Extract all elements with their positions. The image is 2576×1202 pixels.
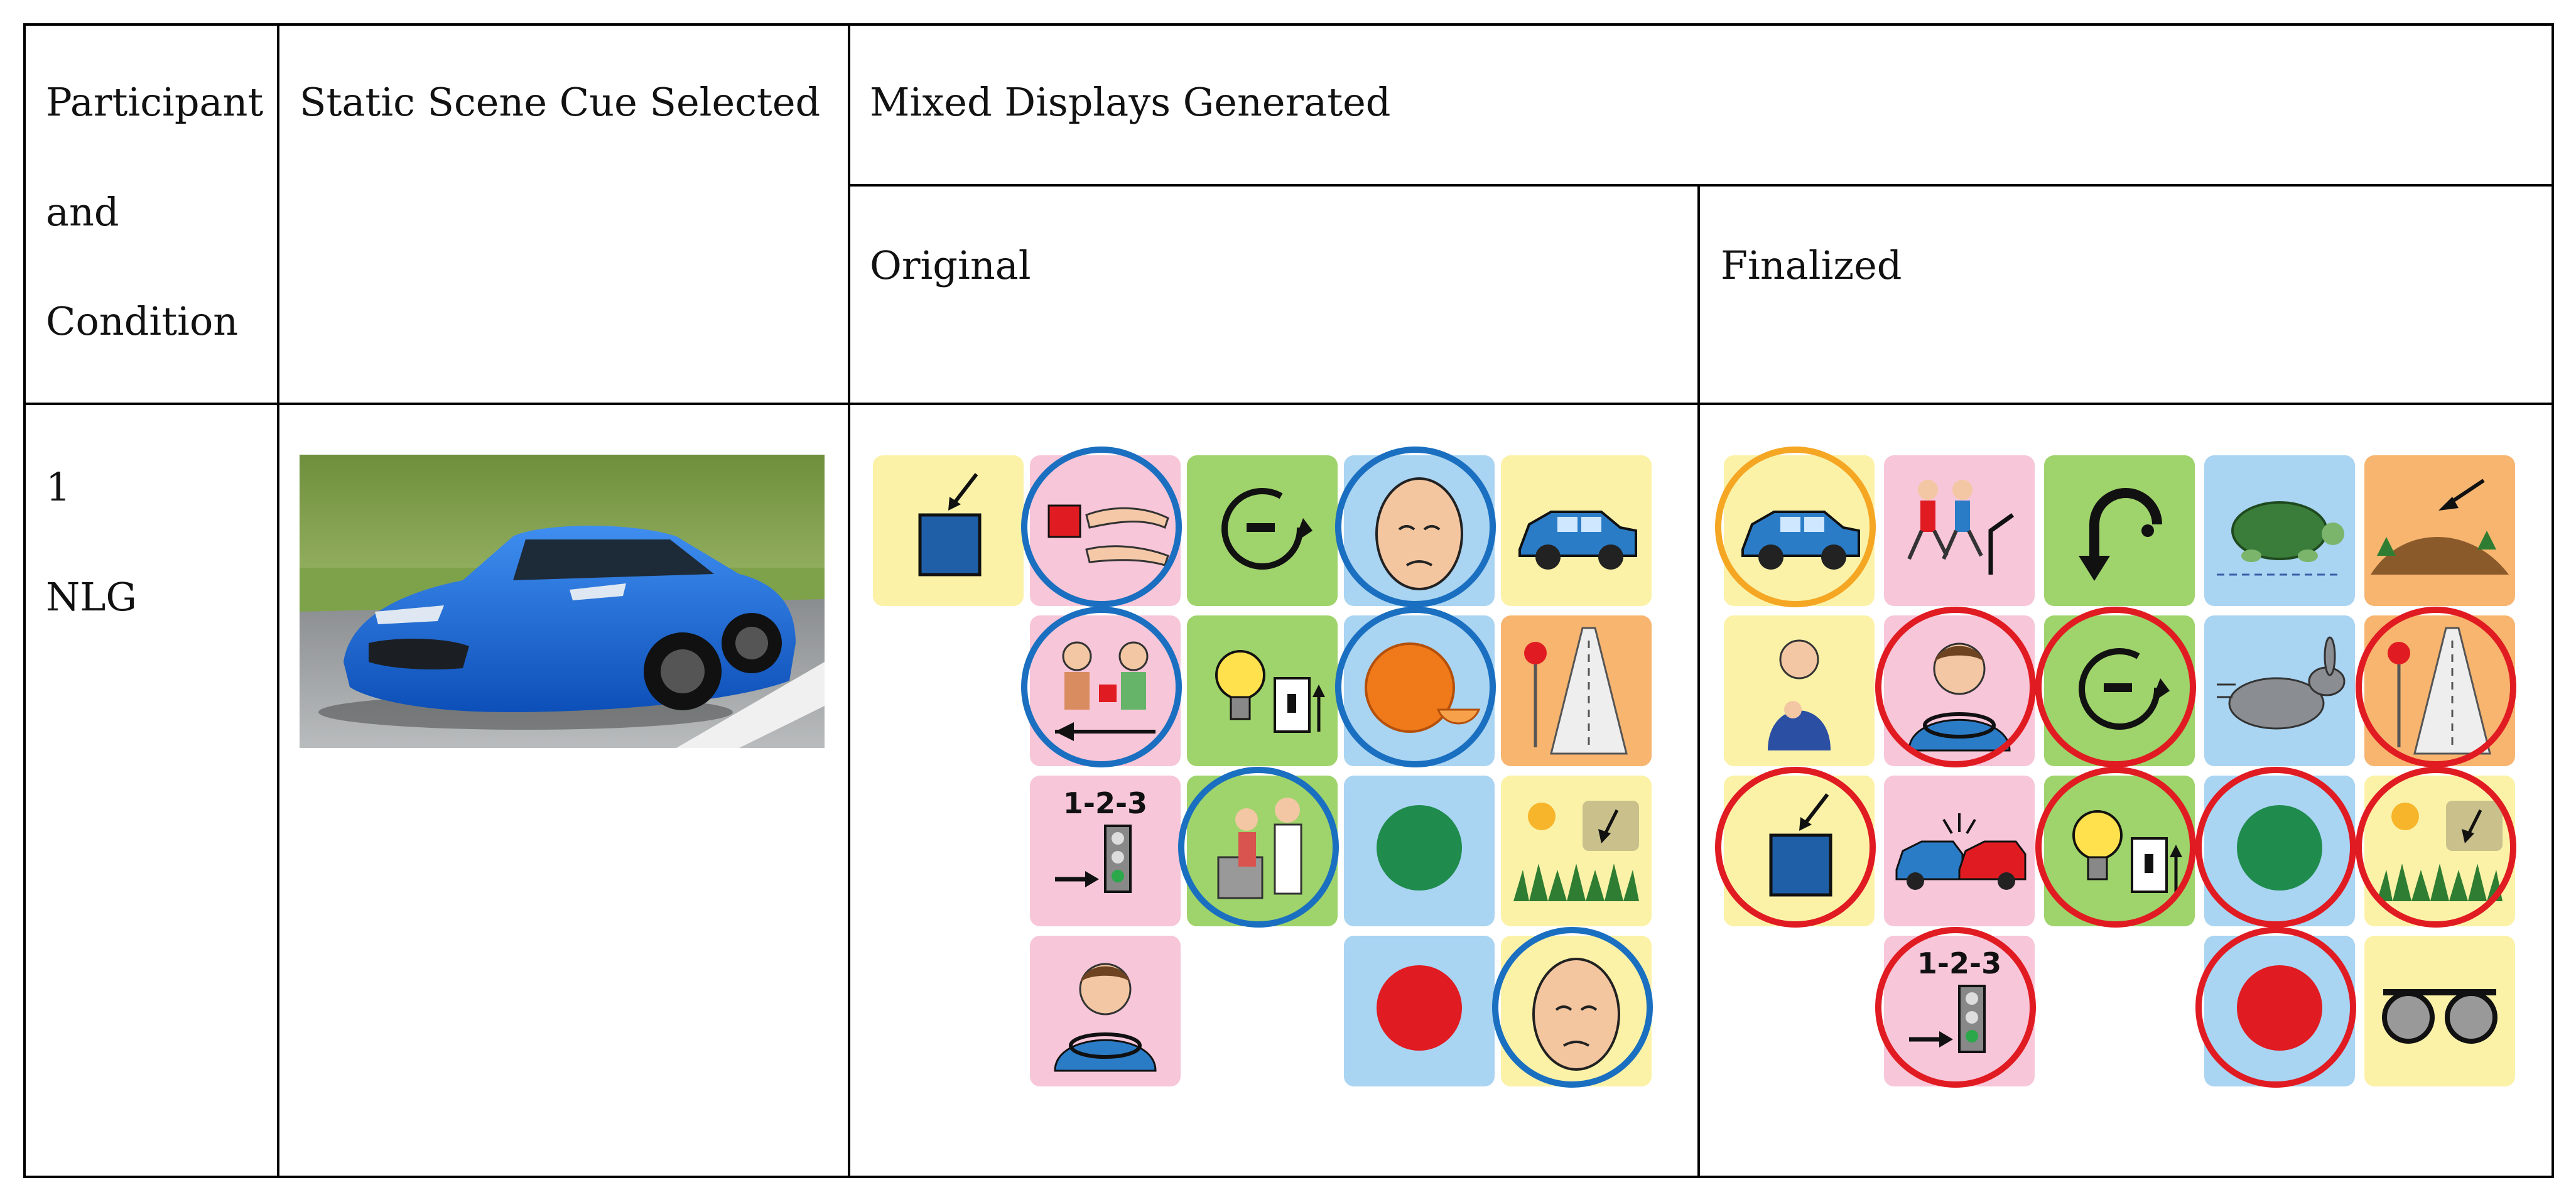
col-divider-2 xyxy=(848,23,850,1178)
original-tile-it xyxy=(873,455,1024,606)
header-static-scene: Static Scene Cue Selected xyxy=(300,79,821,125)
finalized-tile-go: 1-2-3 xyxy=(1875,927,2036,1088)
finalized-tile-wheels xyxy=(2364,936,2515,1086)
finalized-tile-green xyxy=(2195,767,2356,928)
original-tile-on xyxy=(1187,615,1338,766)
original-tile-car xyxy=(1501,455,1652,606)
original-tile-red xyxy=(1344,936,1495,1086)
original-tile-blue2 xyxy=(1492,927,1653,1088)
col-divider-3 xyxy=(1697,184,1700,1178)
finalized-tile-crash xyxy=(1884,776,2035,926)
table-border-left xyxy=(23,23,26,1178)
finalized-tile-car xyxy=(1715,447,1876,607)
header-participant-line1: Participant xyxy=(46,79,264,125)
car-photo xyxy=(300,455,825,748)
original-tile-blue xyxy=(1335,447,1496,607)
original-board: 1-2-3 xyxy=(873,447,1658,1102)
finalized-tile-slow xyxy=(2204,455,2355,606)
original-tile-orange xyxy=(1335,607,1496,767)
finalized-tile-fast xyxy=(2204,615,2355,766)
finalized-tile-down xyxy=(2356,767,2516,928)
header-participant-line2: and xyxy=(46,189,119,235)
header-split-line xyxy=(848,184,2554,187)
col-divider-1 xyxy=(277,23,279,1178)
finalized-tile-around xyxy=(2035,607,2196,767)
original-tile-green xyxy=(1344,776,1495,926)
row-participant-number: 1 xyxy=(46,464,71,510)
finalized-tile-turn xyxy=(2044,455,2195,606)
original-tile-go: 1-2-3 xyxy=(1030,776,1181,926)
finalized-tile-i xyxy=(1724,615,1875,766)
original-tile-give xyxy=(1021,607,1182,767)
finalized-tile-it xyxy=(1715,767,1876,928)
original-tile-around xyxy=(1187,455,1338,606)
header-bottom-line xyxy=(23,403,2554,405)
original-tile-rescue xyxy=(1178,767,1339,928)
header-participant-line3: Condition xyxy=(46,298,239,344)
row-condition: NLG xyxy=(46,574,137,620)
finalized-tile-race xyxy=(1884,455,2035,606)
finalized-tile-hill xyxy=(2364,455,2515,606)
finalized-tile-red xyxy=(2195,927,2356,1088)
original-tile-road xyxy=(1501,615,1652,766)
header-mixed-displays: Mixed Displays Generated xyxy=(870,79,1391,125)
original-tile-get xyxy=(1021,447,1182,607)
original-tile-drive xyxy=(1030,936,1181,1086)
svg-text:1-2-3: 1-2-3 xyxy=(1917,946,2001,980)
finalized-board: 1-2-3 xyxy=(1715,447,2521,1102)
finalized-tile-road xyxy=(2356,607,2516,767)
header-original: Original xyxy=(870,242,1031,288)
svg-text:1-2-3: 1-2-3 xyxy=(1063,786,1147,820)
finalized-tile-drive xyxy=(1875,607,2036,767)
table-border-right xyxy=(2552,23,2554,1178)
table-border-bottom xyxy=(23,1176,2554,1178)
original-tile-down xyxy=(1501,776,1652,926)
finalized-tile-on xyxy=(2035,767,2196,928)
table-border-top xyxy=(23,23,2554,26)
header-finalized: Finalized xyxy=(1721,242,1902,288)
